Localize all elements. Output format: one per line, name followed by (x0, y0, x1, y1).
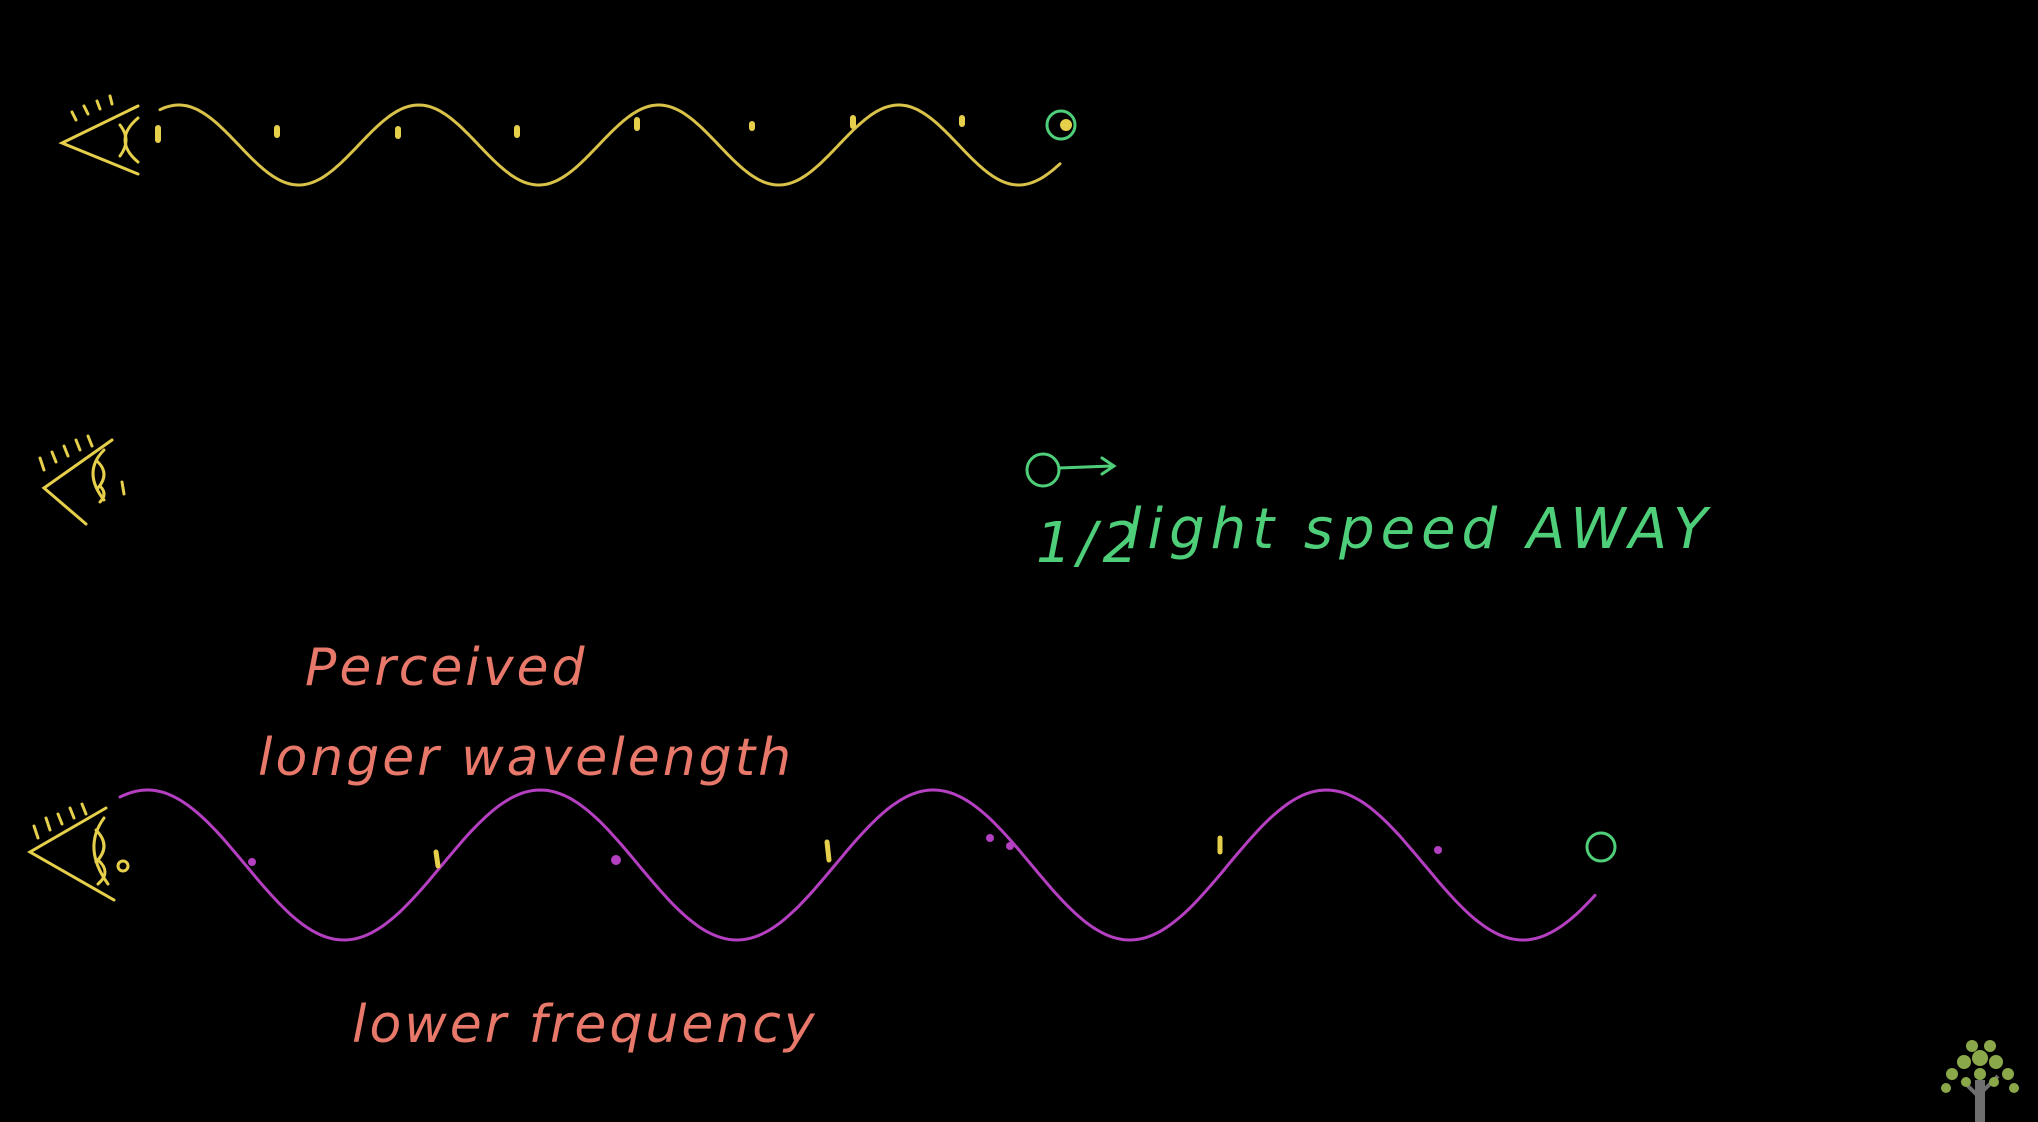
longer-wavelength-label: longer wavelength (258, 728, 794, 788)
moving-source-icon (1025, 452, 1117, 488)
lower-frequency-label: lower frequency (352, 995, 818, 1055)
perceived-label: Perceived (305, 638, 588, 698)
tree-logo-icon (1941, 1040, 2019, 1122)
eye-icon-bottom (26, 802, 116, 902)
eye-icon-middle (38, 434, 126, 526)
perceived-wave (118, 788, 1597, 942)
source-circle-icon-top (1045, 109, 1077, 141)
wave-tick-marks-top (155, 115, 965, 143)
speed-fraction: 1/2 (1036, 511, 1144, 576)
wave-dots-bottom (248, 834, 1442, 866)
speed-annotation: 1/2 light speed AWAY (1036, 497, 1713, 576)
wave-tick-marks-bottom (116, 835, 1223, 873)
speed-label: light speed AWAY (1126, 497, 1713, 562)
eye-icon-top (58, 94, 140, 176)
emitted-wave (158, 103, 1062, 187)
source-circle-icon-bottom (1585, 831, 1617, 863)
